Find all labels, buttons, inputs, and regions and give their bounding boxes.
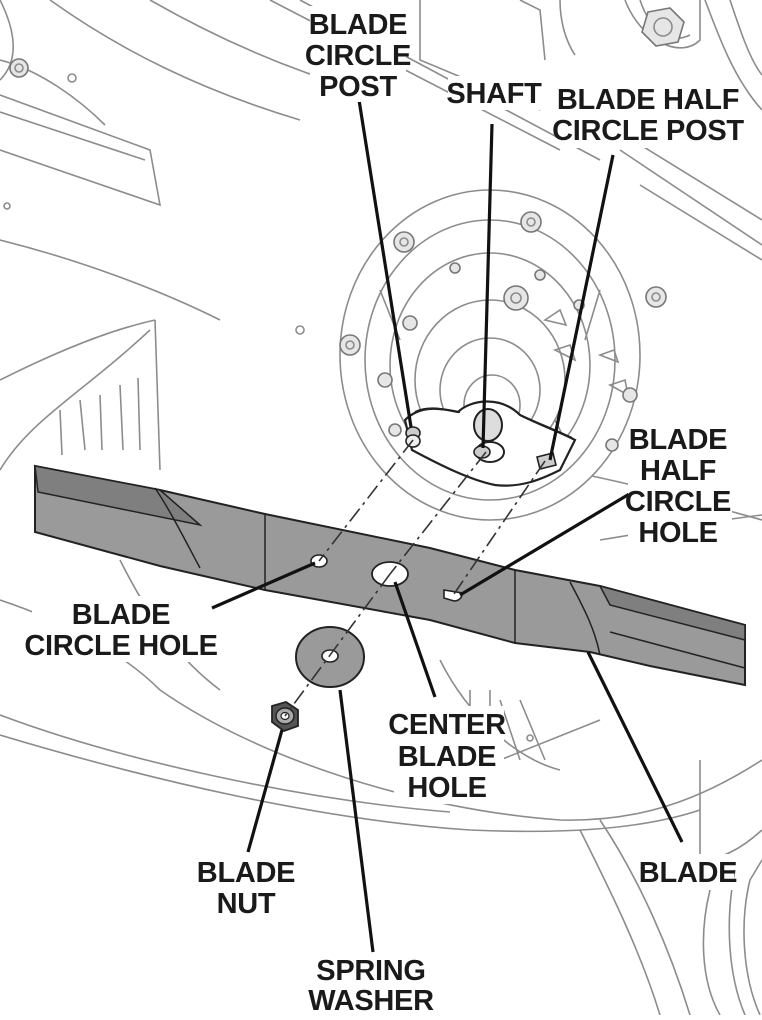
alignment-lines — [284, 439, 546, 717]
blade-circle-post-line1: BLADE — [309, 9, 407, 41]
label-spring-washer: SPRING WASHER — [308, 953, 434, 1017]
label-blade-half-circle-post: BLADE HALF CIRCLE POST — [552, 82, 745, 148]
shaft-label: SHAFT — [446, 78, 542, 110]
blade-circle-post-line3: POST — [319, 71, 397, 103]
blade-circle-post-line2: CIRCLE — [305, 40, 411, 72]
blade-half-circle-post-line2: CIRCLE POST — [552, 115, 744, 147]
spring-washer-line2: WASHER — [308, 985, 434, 1015]
center-blade-hole-line1: CENTER — [388, 709, 506, 741]
blade-half-circle-hole-line4: HOLE — [638, 517, 717, 549]
label-shaft: SHAFT — [446, 76, 542, 110]
label-blade-nut: BLADE NUT — [197, 855, 295, 921]
blade-nut-line1: BLADE — [197, 857, 295, 889]
center-blade-hole-line2: BLADE — [398, 741, 496, 773]
spring-washer-line1: SPRING — [316, 955, 425, 987]
blade-half-circle-hole-line2: HALF — [640, 455, 716, 487]
blade-label: BLADE — [639, 857, 737, 889]
label-blade-circle-post: BLADE CIRCLE POST — [305, 6, 411, 103]
label-blade-half-circle-hole: BLADE HALF CIRCLE HOLE — [625, 422, 732, 549]
center-blade-hole-line3: HOLE — [407, 772, 486, 804]
blade-half-circle-post-line1: BLADE HALF — [557, 84, 739, 116]
leader-lines — [211, 99, 684, 953]
blade-circle-hole-line1: BLADE — [72, 599, 170, 631]
blade-half-circle-hole-line1: BLADE — [629, 424, 727, 456]
blade-nut — [271, 701, 299, 733]
blade-adapter — [403, 400, 577, 487]
label-center-blade-hole: CENTER BLADE HOLE — [388, 706, 506, 804]
blade-half-circle-hole-line3: CIRCLE — [625, 486, 731, 518]
label-blade-circle-hole: BLADE CIRCLE HOLE — [24, 596, 218, 662]
blade-nut-line2: NUT — [217, 888, 276, 920]
label-blade: BLADE — [639, 854, 737, 890]
blade-circle-hole-line2: CIRCLE HOLE — [24, 630, 217, 662]
blade — [34, 464, 746, 687]
spring-washer — [295, 626, 365, 688]
